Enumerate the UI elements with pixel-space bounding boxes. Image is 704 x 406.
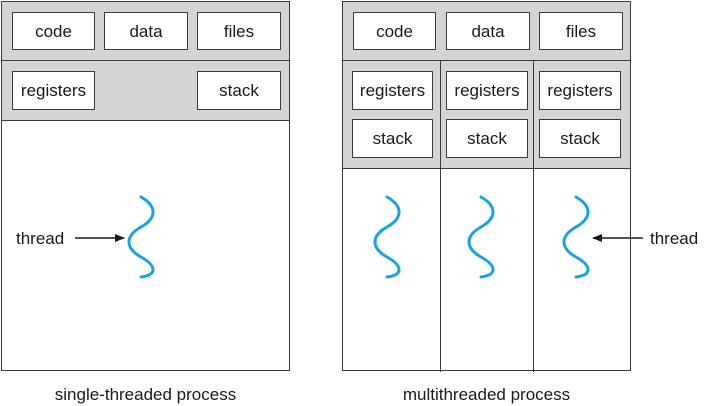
single-registers-box: registers <box>12 71 95 110</box>
single-threaded-caption: single-threaded process <box>54 385 237 404</box>
single-code-box: code <box>12 12 95 50</box>
multi-thread-squiggle-2 <box>467 195 495 279</box>
multi-registers-box-2: registers <box>446 71 528 110</box>
multi-stack-box-3: stack <box>539 119 621 158</box>
multi-registers-box-1: registers <box>352 71 433 110</box>
multi-stack-box-2: stack <box>446 119 528 158</box>
thread-divider-2 <box>533 61 534 372</box>
thread-divider-1 <box>440 61 441 372</box>
single-files-box: files <box>197 12 281 50</box>
multi-thread-squiggle-3 <box>562 195 590 279</box>
multi-thread-squiggle-1 <box>373 195 401 279</box>
multithreaded-process: code data files registers registers regi… <box>342 1 631 372</box>
single-thread-squiggle <box>127 195 155 279</box>
single-threaded-process: code data files registers stack <box>1 1 290 371</box>
multi-data-box: data <box>446 12 530 50</box>
single-thread-label: thread <box>16 229 65 248</box>
multi-files-box: files <box>539 12 623 50</box>
multithreaded-caption: multithreaded process <box>402 385 571 404</box>
single-data-box: data <box>104 12 188 50</box>
multi-code-box: code <box>353 12 436 50</box>
multi-thread-label: thread <box>650 229 699 248</box>
single-stack-box: stack <box>197 71 281 110</box>
multi-registers-box-3: registers <box>539 71 621 110</box>
multi-stack-box-1: stack <box>352 119 433 158</box>
